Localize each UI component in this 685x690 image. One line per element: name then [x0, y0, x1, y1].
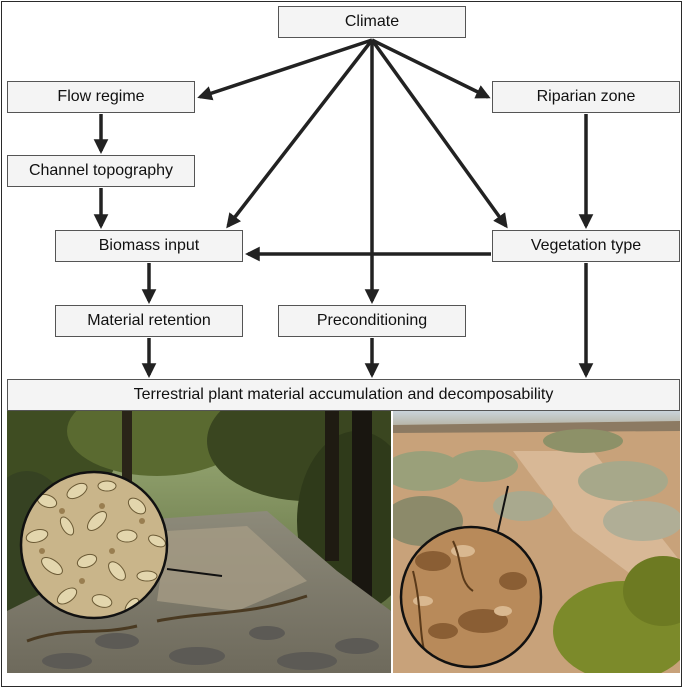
arid-streambed-photo	[393, 411, 680, 673]
arrow-climate-to-flow-regime	[197, 38, 373, 101]
node-riparian-zone: Riparian zone	[492, 81, 680, 113]
node-accumulation: Terrestrial plant material accumulation …	[7, 379, 680, 411]
node-vegetation-type: Vegetation type	[492, 230, 680, 262]
arrow-climate-to-biomass-input	[226, 38, 374, 229]
node-channel-topography: Channel topography	[7, 155, 195, 187]
arrow-climate-to-vegetation-type	[370, 38, 508, 229]
forest-streambed-photo	[7, 411, 391, 673]
node-biomass-input: Biomass input	[55, 230, 243, 262]
node-climate: Climate	[278, 6, 466, 38]
node-flow-regime: Flow regime	[7, 81, 195, 113]
node-material-retention: Material retention	[55, 305, 243, 337]
arrow-climate-to-riparian-zone	[371, 38, 491, 99]
node-preconditioning: Preconditioning	[278, 305, 466, 337]
